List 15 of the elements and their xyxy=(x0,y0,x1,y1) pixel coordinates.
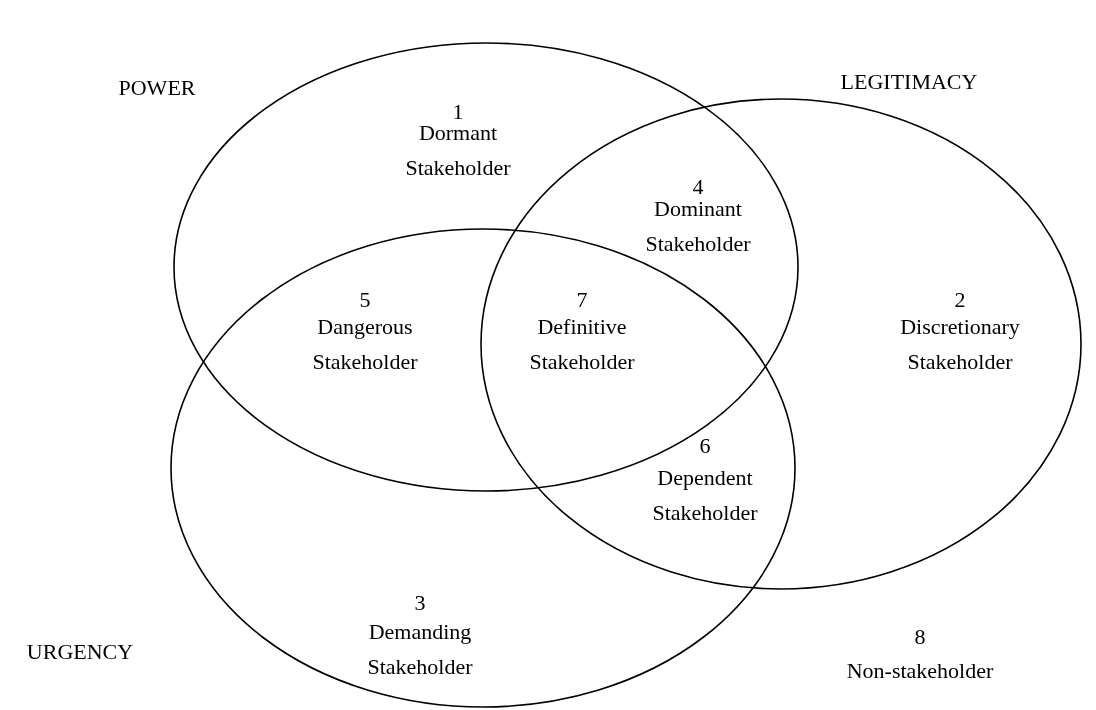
region-number: 2 xyxy=(954,286,966,314)
region-label: Demanding Stakeholder xyxy=(367,618,473,681)
region-number: 6 xyxy=(699,432,711,460)
region-label: Discretionary Stakeholder xyxy=(900,313,1020,376)
set-title: POWER xyxy=(118,75,196,101)
region-number: 8 xyxy=(914,623,926,651)
region-number: 5 xyxy=(359,286,371,314)
set-title: LEGITIMACY xyxy=(840,69,978,95)
region-label: Non-stakeholder xyxy=(846,657,994,685)
region-number: 7 xyxy=(576,286,588,314)
region-number: 3 xyxy=(414,589,426,617)
region-label: Dependent Stakeholder xyxy=(652,464,758,527)
region-label: Dangerous Stakeholder xyxy=(312,313,418,376)
set-title: URGENCY xyxy=(26,639,134,665)
region-label: Definitive Stakeholder xyxy=(529,313,635,376)
